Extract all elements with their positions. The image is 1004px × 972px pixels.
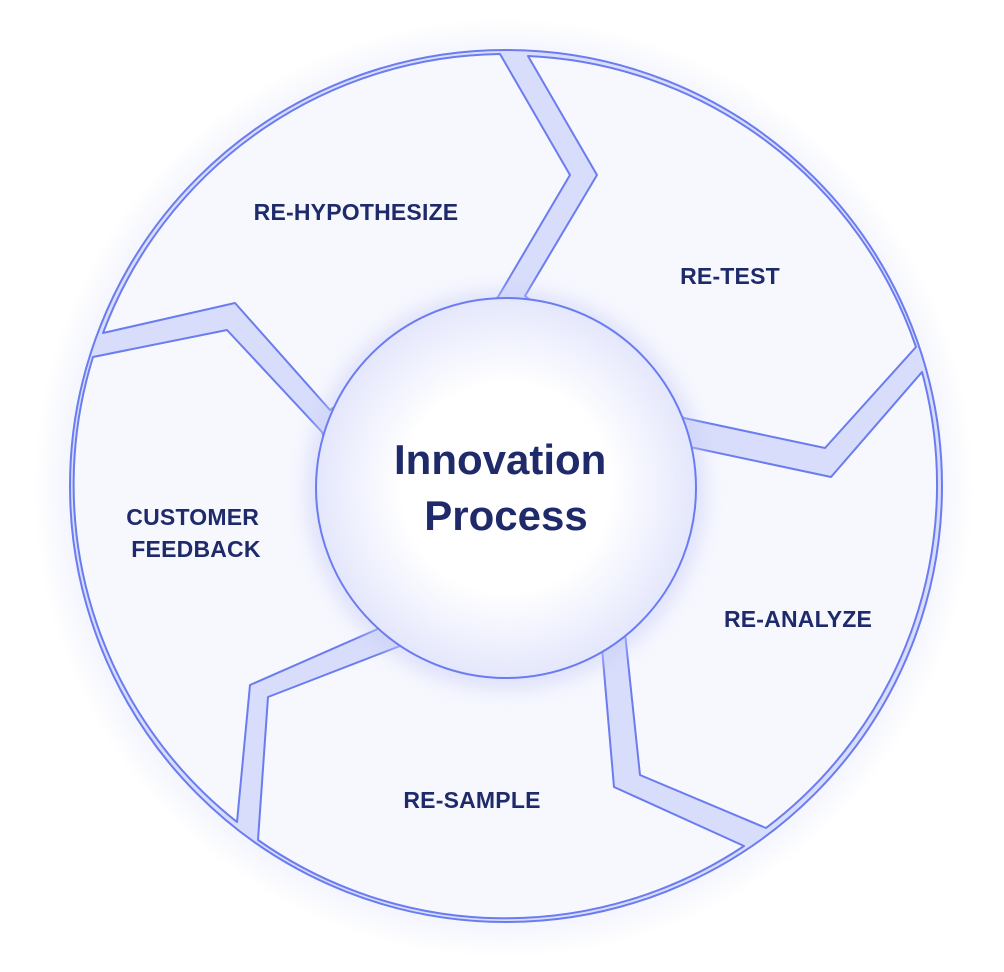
label-re-analyze: RE-ANALYZE xyxy=(724,606,872,632)
label-re-hypothesize: RE-HYPOTHESIZE xyxy=(254,199,459,225)
label-customer-feedback-line-1: CUSTOMER xyxy=(126,504,259,530)
segment-re-sample xyxy=(257,645,745,920)
center-hub xyxy=(315,297,697,679)
center-title-line-2: Process xyxy=(424,492,587,539)
label-customer-feedback-line-2: FEEDBACK xyxy=(131,536,261,562)
center-title: Innovation Process xyxy=(394,436,618,539)
center-title-line-1: Innovation xyxy=(394,436,606,483)
segment-customer-feedback xyxy=(72,329,381,823)
label-re-sample: RE-SAMPLE xyxy=(403,787,540,813)
label-customer-feedback: CUSTOMER FEEDBACK xyxy=(126,504,265,562)
label-re-test: RE-TEST xyxy=(680,263,780,289)
